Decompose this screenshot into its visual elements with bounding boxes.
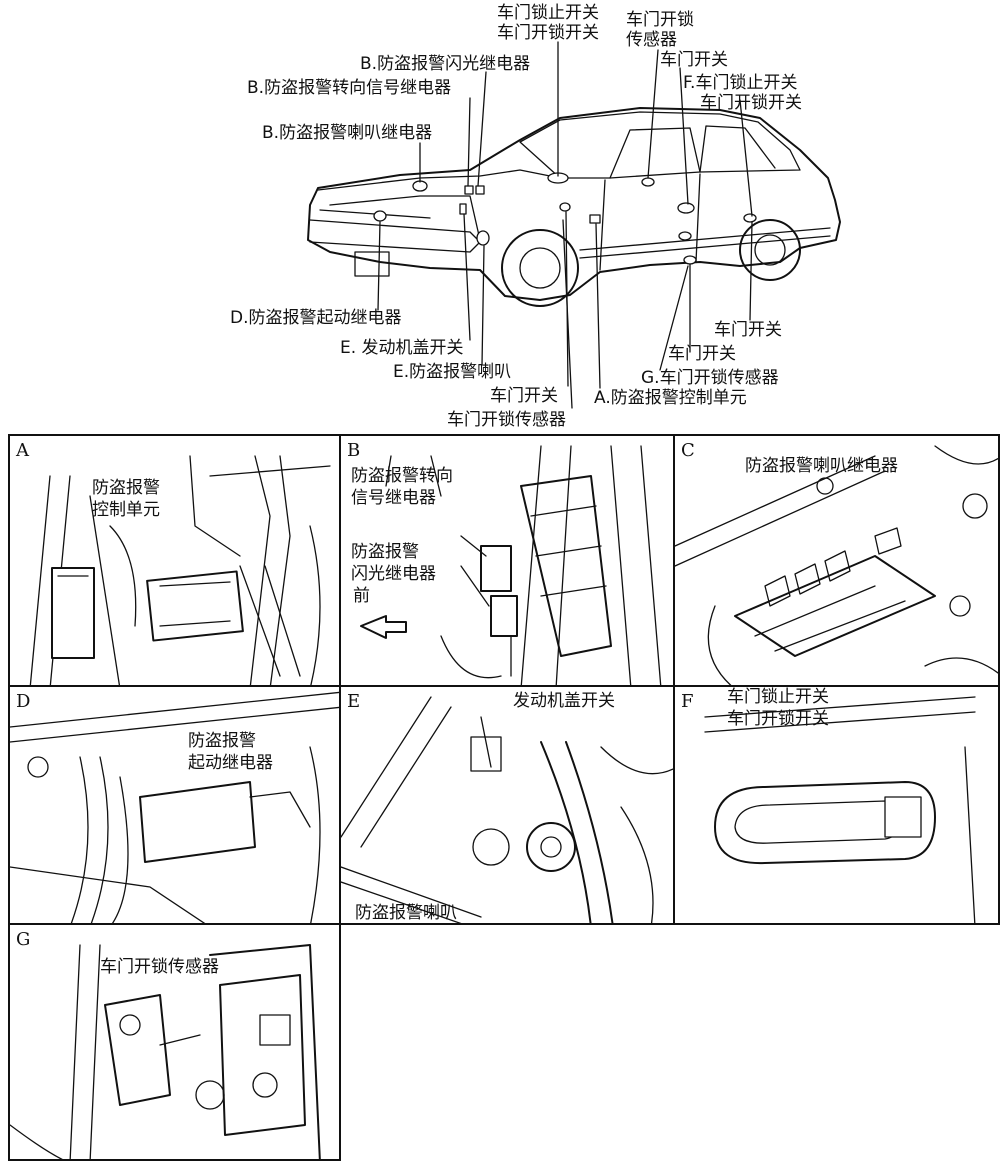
panel-e-label-2: 防盗报警喇叭 bbox=[355, 903, 457, 923]
panel-d-letter: D bbox=[16, 691, 31, 712]
label-door-unlock-sensor-bottom: 车门开锁传感器 bbox=[447, 410, 566, 430]
label-door-unlock-sensor-top-2: 传感器 bbox=[626, 30, 677, 50]
label-g-unlock-sensor: G.车门开锁传感器 bbox=[641, 368, 779, 388]
label-d-start-relay: D.防盗报警起动继电器 bbox=[230, 308, 402, 328]
panel-b-label-4: 闪光继电器 bbox=[351, 564, 436, 584]
panel-c-drawing bbox=[675, 445, 998, 685]
label-door-switch-right-2: 车门开关 bbox=[668, 344, 736, 364]
panel-c-label-1: 防盗报警喇叭继电器 bbox=[745, 456, 898, 476]
panel-b-label-3: 防盗报警 bbox=[351, 542, 419, 562]
label-door-lock-switch-top-2: 车门开锁开关 bbox=[497, 23, 599, 43]
panel-d-label-1: 防盗报警 bbox=[188, 731, 256, 751]
car-drawing bbox=[307, 41, 841, 409]
panel-c: C 防盗报警喇叭继电器 bbox=[673, 434, 1000, 687]
label-a-control-unit: A.防盗报警控制单元 bbox=[594, 388, 747, 408]
panel-b-label-1: 防盗报警转向 bbox=[351, 466, 453, 486]
panel-g: G 车门开锁传感器 bbox=[8, 923, 341, 1161]
label-door-switch-right-1: 车门开关 bbox=[714, 320, 782, 340]
panel-g-letter: G bbox=[16, 929, 31, 950]
label-f-door-lock-switch: F.车门锁止开关 bbox=[683, 73, 798, 93]
label-door-lock-switch-top-1: 车门锁止开关 bbox=[497, 3, 599, 23]
label-door-switch-bottom: 车门开关 bbox=[490, 386, 558, 406]
panel-g-label-1: 车门开锁传感器 bbox=[100, 957, 219, 977]
panel-f-letter: F bbox=[681, 691, 694, 712]
panel-e-drawing bbox=[341, 696, 673, 923]
label-door-unlock-sensor-top-1: 车门开锁 bbox=[626, 10, 694, 30]
panel-e-letter: E bbox=[347, 691, 361, 712]
panel-f-label-1: 车门锁止开关 bbox=[727, 687, 829, 707]
panel-a-drawing bbox=[29, 455, 331, 685]
panel-c-letter: C bbox=[681, 440, 695, 461]
panel-e: E 发动机盖开关 防盗报警喇叭 bbox=[339, 685, 675, 925]
car-overview: 车门锁止开关 车门开锁开关 车门开锁 传感器 车门开关 F.车门锁止开关 车门开… bbox=[0, 0, 1000, 430]
label-e-horn: E.防盗报警喇叭 bbox=[393, 362, 512, 382]
label-door-switch-right-top: 车门开关 bbox=[660, 50, 728, 70]
panel-b-label-2: 信号继电器 bbox=[351, 488, 436, 508]
label-b-turn-relay: B.防盗报警转向信号继电器 bbox=[247, 78, 452, 98]
label-b-flash-relay: B.防盗报警闪光继电器 bbox=[360, 54, 531, 74]
panel-b: B 防盗报警转向 信号继电器 防盗报警 闪光继电器 前 bbox=[339, 434, 675, 687]
panel-d: D 防盗报警 起动继电器 bbox=[8, 685, 341, 925]
label-e-hood-switch: E. 发动机盖开关 bbox=[340, 338, 464, 358]
panel-b-letter: B bbox=[347, 440, 361, 461]
panel-a-letter: A bbox=[16, 440, 29, 461]
panel-f-drawing bbox=[704, 696, 976, 923]
panel-f: F 车门锁止开关 车门开锁开关 bbox=[673, 685, 1000, 925]
label-b-horn-relay: B.防盗报警喇叭继电器 bbox=[262, 123, 433, 143]
panel-a-label-2: 控制单元 bbox=[92, 500, 160, 520]
panel-f-label-2: 车门开锁开关 bbox=[727, 709, 829, 729]
panel-d-label-2: 起动继电器 bbox=[188, 753, 273, 773]
panel-b-drawing bbox=[360, 445, 662, 685]
panel-g-drawing bbox=[10, 944, 321, 1159]
panel-d-drawing bbox=[10, 691, 339, 923]
panel-e-label-1: 发动机盖开关 bbox=[513, 691, 615, 711]
label-f-door-unlock-switch: 车门开锁开关 bbox=[700, 93, 802, 113]
panel-a-label-1: 防盗报警 bbox=[92, 478, 160, 498]
panel-a: A 防盗报警 控制单元 bbox=[8, 434, 341, 687]
panel-b-label-5: 前 bbox=[353, 586, 370, 606]
